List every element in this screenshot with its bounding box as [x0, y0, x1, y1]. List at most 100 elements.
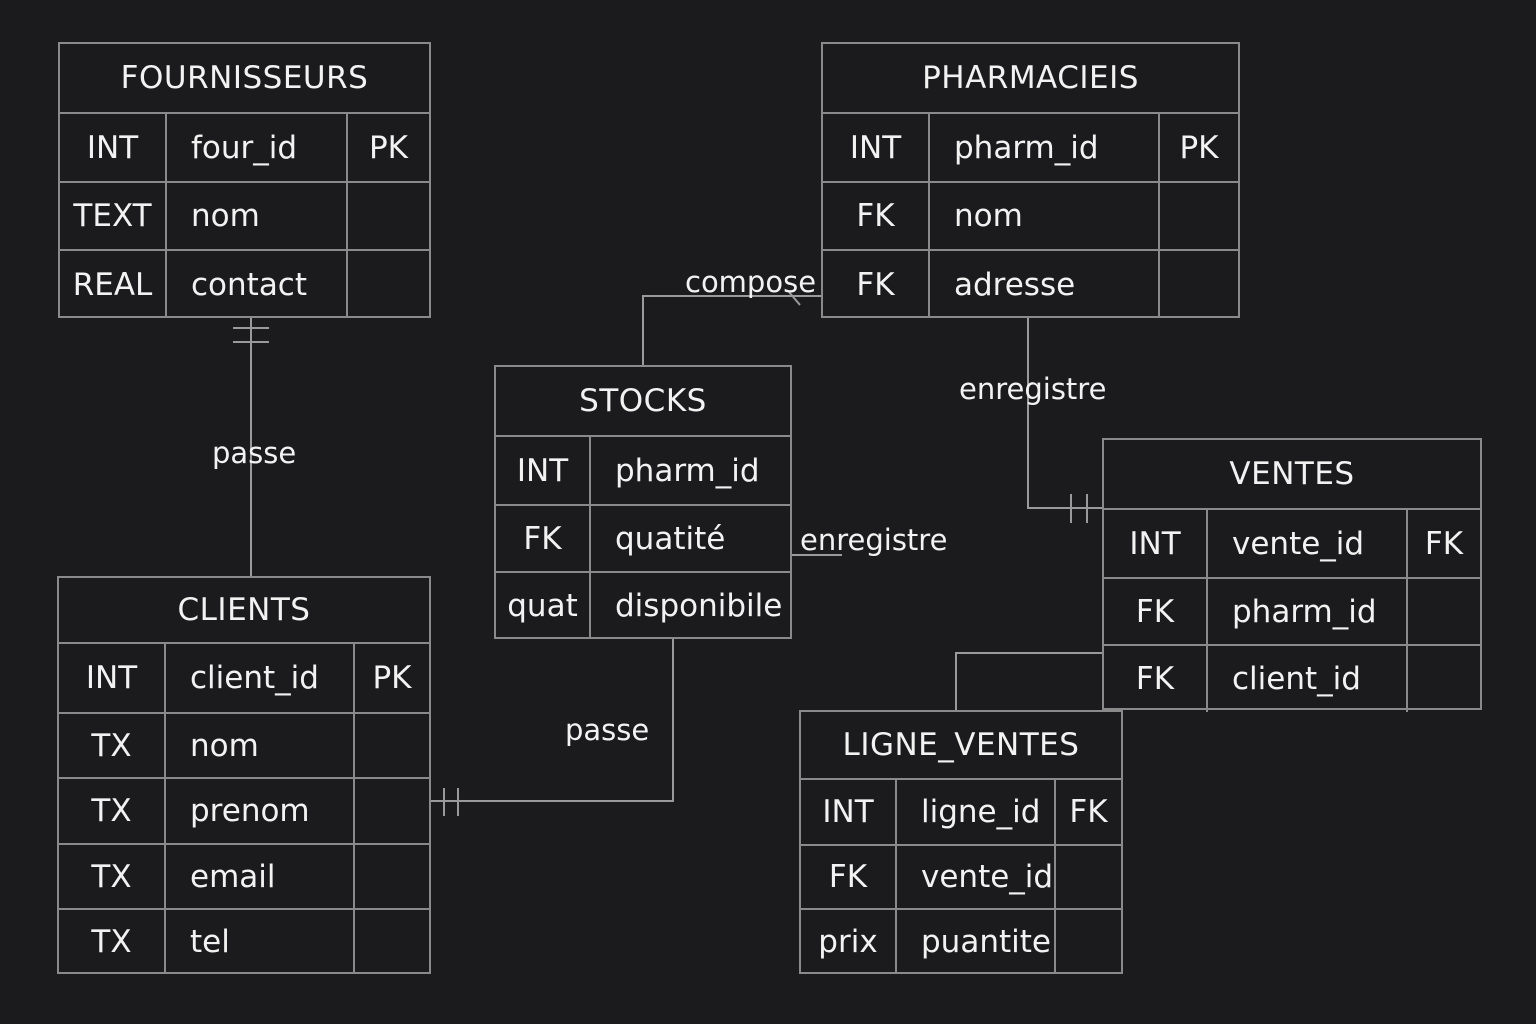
- column-name: email: [166, 845, 355, 908]
- column-name: disponibile: [615, 588, 783, 624]
- entity-title: PHARMACIEIS: [823, 44, 1238, 114]
- column-name: pharm_id: [1208, 579, 1408, 644]
- column-name: client_id: [1208, 646, 1408, 712]
- entity-stocks: STOCKS INT pharm_id FK quatité quat disp…: [494, 365, 792, 639]
- table-row: INT pharm_id: [496, 437, 790, 506]
- link-pharmacieis-ventes: [1027, 317, 1103, 509]
- column-name: puantite: [897, 910, 1056, 974]
- table-row: INT ligne_id FK: [801, 780, 1121, 846]
- relation-label-passe: passe: [212, 436, 297, 470]
- column-type: FK: [1104, 579, 1208, 644]
- column-key: [1408, 579, 1480, 644]
- column-type: FK: [496, 506, 591, 571]
- column-key: [355, 779, 429, 843]
- column-type: TEXT: [60, 183, 167, 249]
- entity-title: FOURNISSEURS: [60, 44, 429, 114]
- column-key: FK: [1069, 794, 1108, 830]
- entity-fournisseurs: FOURNISSEURS INT four_id PK TEXT nom REA…: [58, 42, 431, 318]
- column-type: INT: [823, 114, 930, 181]
- column-key: [1056, 846, 1121, 908]
- entity-title: STOCKS: [496, 367, 790, 437]
- entity-ligne-ventes: LIGNE_VENTES INT ligne_id FK FK vente_id…: [799, 710, 1123, 974]
- entity-clients: CLIENTS INT client_id PK TX nom TX preno…: [57, 576, 431, 974]
- crowfoot-tick-compose: [788, 291, 801, 306]
- column-name: client_id: [166, 644, 355, 712]
- column-key: [355, 845, 429, 908]
- column-key: [1160, 251, 1238, 318]
- column-name: nom: [167, 183, 348, 249]
- table-row: TX prenom: [59, 779, 429, 845]
- column-key: [1056, 910, 1121, 974]
- table-row: FK client_id: [1104, 646, 1480, 712]
- column-name: vente_id: [1208, 510, 1408, 577]
- link-stocks-clients: [430, 638, 674, 802]
- table-row: FK quatité: [496, 506, 790, 573]
- column-type: FK: [823, 183, 930, 249]
- column-key: PK: [368, 129, 409, 166]
- column-name: vente_id: [897, 846, 1056, 908]
- column-type: INT: [801, 780, 897, 844]
- relation-label-enregistre: enregistre: [800, 523, 948, 557]
- table-row: FK adresse: [823, 251, 1238, 318]
- column-name: nom: [166, 714, 355, 777]
- link-ventes-ligne-ventes: [955, 652, 1103, 711]
- link-stocks-pharmacieis: [642, 295, 822, 365]
- column-type: REAL: [60, 251, 167, 318]
- column-name: adresse: [930, 251, 1160, 318]
- column-key: PK: [372, 660, 412, 696]
- column-key: [1408, 646, 1480, 712]
- table-row: TX tel: [59, 910, 429, 974]
- table-row: INT client_id PK: [59, 644, 429, 714]
- table-row: INT vente_id FK: [1104, 510, 1480, 579]
- column-name: nom: [930, 183, 1160, 249]
- column-key: [355, 714, 429, 777]
- column-key: PK: [1179, 129, 1219, 166]
- column-type: INT: [1104, 510, 1208, 577]
- entity-pharmacieis: PHARMACIEIS INT pharm_id PK FK nom FK ad…: [821, 42, 1240, 318]
- column-name: contact: [167, 251, 348, 318]
- column-key: [348, 183, 429, 249]
- column-type: TX: [59, 779, 166, 843]
- column-key: [348, 251, 429, 318]
- relation-label-passe: passe: [565, 713, 650, 747]
- table-row: REAL contact: [60, 251, 429, 318]
- column-key: [355, 910, 429, 974]
- column-name: quatité: [615, 520, 726, 557]
- relation-label-compose: compose: [685, 265, 817, 299]
- table-row: FK nom: [823, 183, 1238, 251]
- column-name: pharm_id: [930, 114, 1160, 181]
- column-type: FK: [823, 251, 930, 318]
- table-row: FK vente_id: [801, 846, 1121, 910]
- table-row: INT pharm_id PK: [823, 114, 1238, 183]
- table-row: TX nom: [59, 714, 429, 779]
- column-name: four_id: [167, 114, 348, 181]
- column-type: FK: [1104, 646, 1208, 712]
- table-row: TEXT nom: [60, 183, 429, 251]
- column-type: TX: [59, 845, 166, 908]
- column-key: FK: [1424, 525, 1464, 562]
- column-type: TX: [59, 714, 166, 777]
- column-name: prenom: [166, 779, 355, 843]
- column-name: pharm_id: [615, 452, 760, 489]
- column-type: quat: [496, 573, 591, 639]
- table-row: quat disponibile: [496, 573, 790, 639]
- table-row: prix puantite: [801, 910, 1121, 974]
- table-row: FK pharm_id: [1104, 579, 1480, 646]
- column-type: prix: [801, 910, 897, 974]
- column-type: INT: [59, 644, 166, 712]
- column-type: FK: [801, 846, 897, 908]
- column-name: ligne_id: [897, 780, 1056, 844]
- column-type: INT: [60, 114, 167, 181]
- column-type: INT: [496, 437, 591, 504]
- entity-title: CLIENTS: [59, 578, 429, 644]
- column-type: TX: [59, 910, 166, 974]
- entity-title: LIGNE_VENTES: [801, 712, 1121, 780]
- column-name: tel: [166, 910, 355, 974]
- table-row: INT four_id PK: [60, 114, 429, 183]
- entity-title: VENTES: [1104, 440, 1480, 510]
- relation-label-enregistre: enregistre: [959, 372, 1107, 406]
- column-key: [1160, 183, 1238, 249]
- entity-ventes: VENTES INT vente_id FK FK pharm_id FK cl…: [1102, 438, 1482, 712]
- table-row: TX email: [59, 845, 429, 910]
